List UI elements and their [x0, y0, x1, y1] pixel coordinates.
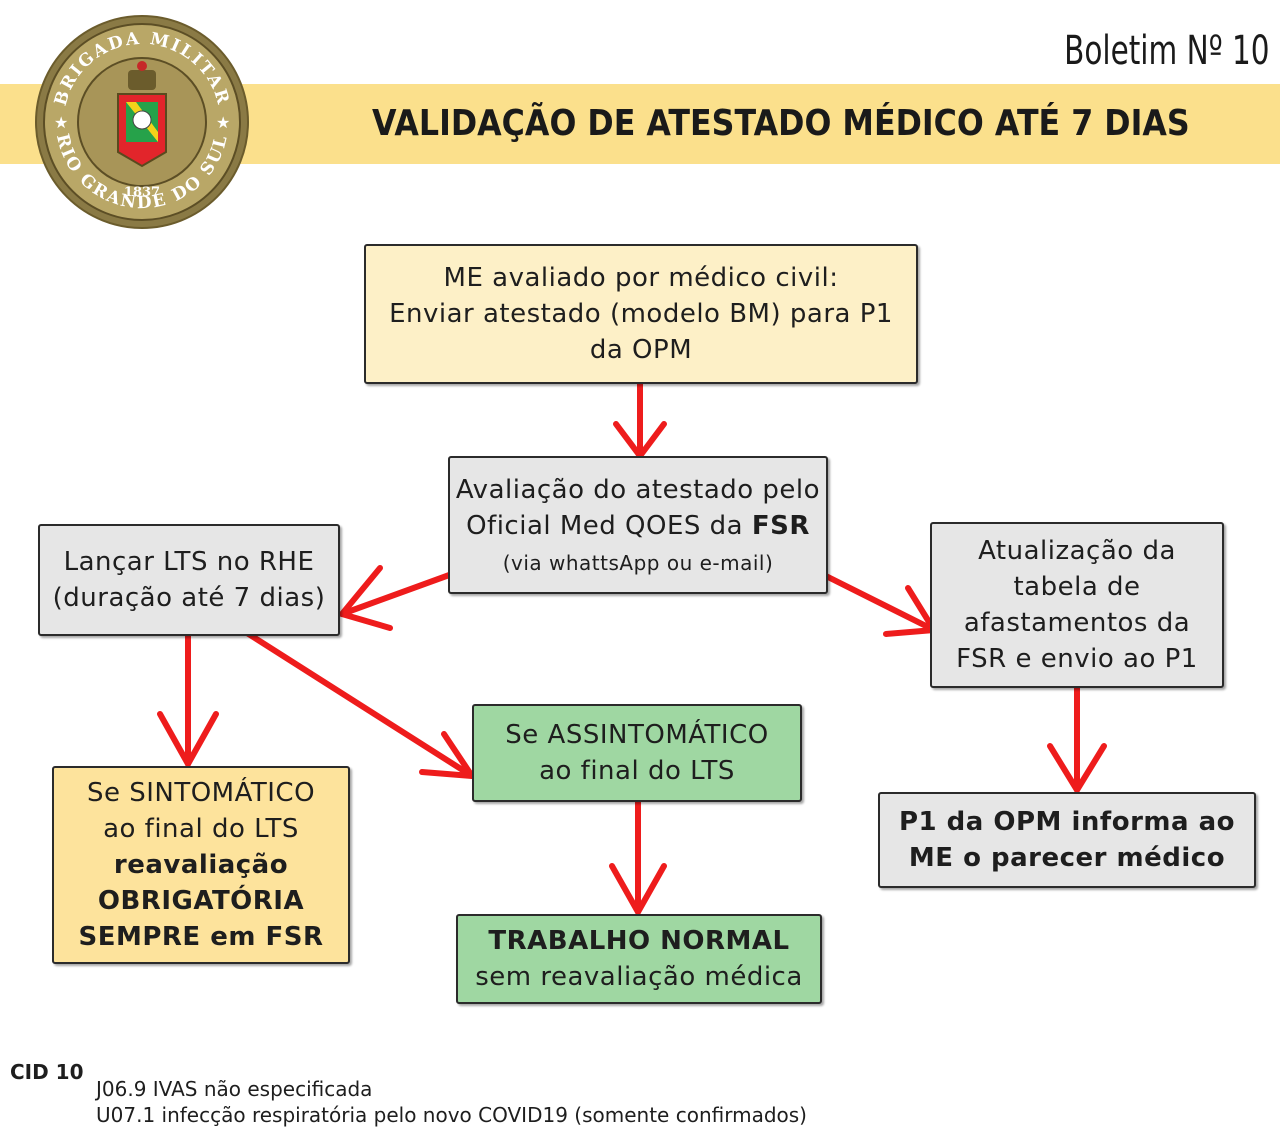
node-symptomatic: Se SINTOMÁTICO ao final do LTS reavaliaç… — [52, 766, 350, 964]
cid-label: CID 10 — [10, 1060, 84, 1084]
node-evaluation-line-2-text: Oficial Med QOES da — [466, 511, 752, 541]
node-inform: P1 da OPM informa ao ME o parecer médico — [878, 792, 1256, 888]
node-lts-line-2: (duração até 7 dias) — [52, 583, 326, 613]
node-start-line-1: ME avaliado por médico civil: — [443, 263, 839, 293]
node-evaluation-line-2: Oficial Med QOES da FSR — [466, 508, 810, 544]
node-update-line-1: Atualização da — [978, 536, 1176, 566]
brigada-militar-seal: BRIGADA MILITAR RIO GRANDE DO SUL ★ ★ 18… — [35, 15, 249, 229]
arrow-asymptomatic-to-normal — [609, 797, 667, 915]
arrow-evaluation-to-update — [819, 571, 937, 637]
node-evaluation: Avaliação do atestado pelo Oficial Med Q… — [448, 456, 828, 594]
node-evaluation-note: (via whattsApp ou e-mail) — [502, 551, 774, 575]
node-update-line-3: afastamentos da — [963, 608, 1191, 638]
node-asymptomatic-line-2: ao final do LTS — [539, 756, 735, 786]
node-symptomatic-line-2: ao final do LTS — [103, 814, 299, 844]
arrow-update-to-inform — [1047, 683, 1107, 793]
node-inform-line-1: P1 da OPM informa ao — [898, 807, 1235, 837]
node-symptomatic-line-1: Se SINTOMÁTICO — [86, 778, 316, 808]
arrow-evaluation-to-lts — [339, 565, 455, 631]
node-normal-title: TRABALHO NORMAL — [488, 926, 790, 956]
node-evaluation-line-1: Avaliação do atestado pelo — [455, 475, 821, 505]
seal-year: 1837 — [124, 185, 160, 200]
node-normal-line: sem reavaliação médica — [475, 962, 803, 992]
bulletin-number: Boletim Nº 10 — [1064, 28, 1270, 74]
cid-code-2: U07.1 infecção respiratória pelo novo CO… — [96, 1103, 807, 1127]
node-lts: Lançar LTS no RHE (duração até 7 dias) — [38, 524, 340, 636]
node-inform-line-2: ME o parecer médico — [908, 843, 1226, 873]
seal-star-right: ★ — [216, 113, 230, 132]
seal-star-left: ★ — [54, 113, 68, 132]
node-start: ME avaliado por médico civil: Enviar ate… — [364, 244, 918, 384]
node-update-line-2: tabela de — [1013, 572, 1141, 602]
node-lts-line-1: Lançar LTS no RHE — [63, 547, 315, 577]
node-asymptomatic-line-1: Se ASSINTOMÁTICO — [505, 720, 769, 750]
cid-code-1: J06.9 IVAS não especificada — [96, 1077, 373, 1101]
node-symptomatic-bold-3: SEMPRE em FSR — [78, 922, 324, 952]
arrow-start-to-evaluation — [613, 377, 667, 459]
node-symptomatic-bold-1: reavaliação — [113, 850, 289, 880]
node-normal: TRABALHO NORMAL sem reavaliação médica — [456, 914, 822, 1004]
node-start-line-2: Enviar atestado (modelo BM) para P1 — [389, 299, 893, 329]
arrow-lts-to-asymptomatic — [233, 623, 475, 779]
node-asymptomatic: Se ASSINTOMÁTICO ao final do LTS — [472, 704, 802, 802]
node-evaluation-fsr: FSR — [751, 511, 810, 541]
page-title: VALIDAÇÃO DE ATESTADO MÉDICO ATÉ 7 DIAS — [372, 103, 1190, 144]
cid-code-list: J06.9 IVAS não especificada U07.1 infecç… — [96, 1076, 807, 1128]
node-update: Atualização da tabela de afastamentos da… — [930, 522, 1224, 688]
node-start-line-3: da OPM — [589, 335, 693, 365]
node-update-line-4: FSR e envio ao P1 — [956, 644, 1198, 674]
arrow-lts-to-symptomatic — [157, 629, 219, 767]
node-symptomatic-bold-2: OBRIGATÓRIA — [97, 886, 305, 916]
